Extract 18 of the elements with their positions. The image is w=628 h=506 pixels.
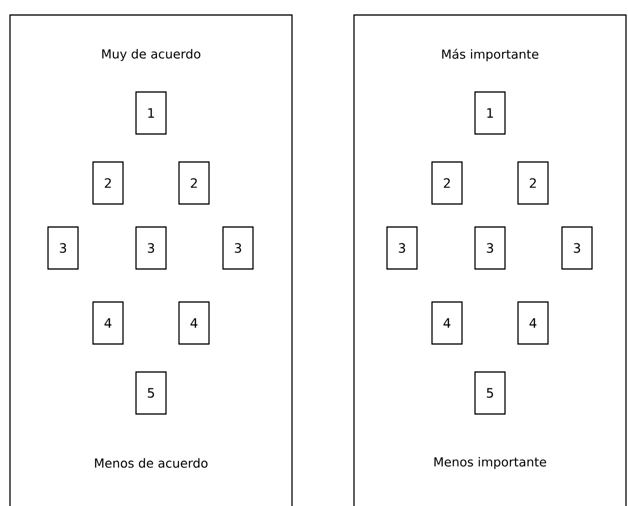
card-box: 1: [474, 91, 506, 135]
card-box: 3: [561, 226, 593, 270]
card-box: 3: [386, 226, 418, 270]
card-box: 5: [474, 371, 506, 415]
card-box: 2: [178, 161, 210, 205]
card-box: 4: [178, 301, 210, 345]
card-box: 3: [222, 226, 254, 270]
card-box: 3: [47, 226, 79, 270]
card-box: 3: [474, 226, 506, 270]
card-box: 1: [135, 91, 167, 135]
card-box: 5: [135, 371, 167, 415]
card-box: 4: [517, 301, 549, 345]
card-box: 4: [92, 301, 124, 345]
card-box: 2: [431, 161, 463, 205]
card-box: 2: [517, 161, 549, 205]
card-box: 4: [431, 301, 463, 345]
card-box: 2: [92, 161, 124, 205]
card-box: 3: [135, 226, 167, 270]
